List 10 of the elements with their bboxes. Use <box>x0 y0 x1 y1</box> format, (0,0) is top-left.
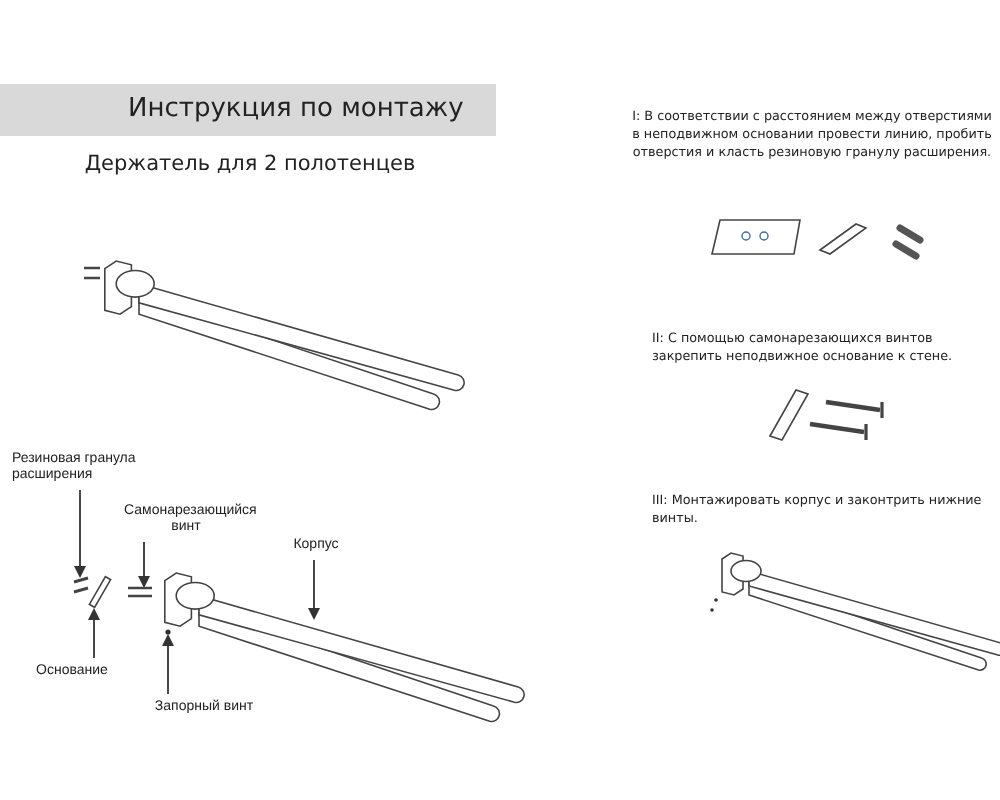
title: Инструкция по монтажу <box>128 94 464 124</box>
screw-drawing <box>126 586 154 598</box>
leader-arrow <box>88 608 100 659</box>
leader-arrow <box>74 489 86 578</box>
leader-arrow <box>308 559 320 620</box>
subtitle: Держатель для 2 полотенцев <box>82 152 418 176</box>
expansion-plug-drawing <box>72 576 90 594</box>
leader-arrow <box>162 634 174 695</box>
leader-arrow <box>138 541 150 588</box>
locking-screw-dot <box>165 629 171 635</box>
